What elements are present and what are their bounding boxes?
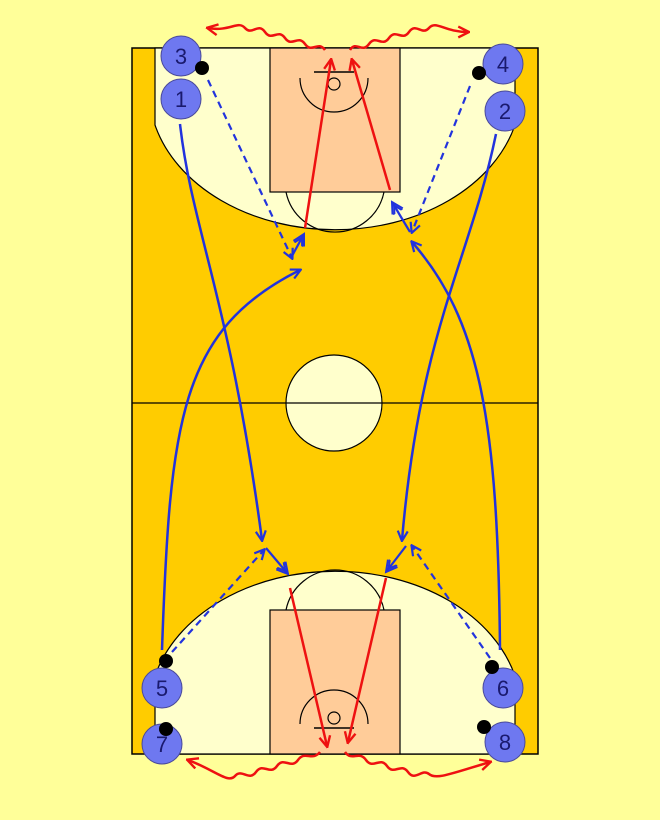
- dribble-path-bottom-left: [188, 751, 321, 780]
- cut-dashed-5: [171, 550, 264, 653]
- pass-line-top-1: [303, 60, 331, 229]
- player-5: 5: [141, 654, 183, 709]
- player-number: 7: [156, 732, 168, 757]
- short-move-top-left: [291, 234, 304, 257]
- dribble-path-top-right: [348, 24, 468, 51]
- player-number: 1: [175, 87, 187, 112]
- player-marker: [484, 90, 526, 132]
- player-marker: [160, 78, 202, 120]
- dribble-path-top-left: [208, 25, 327, 51]
- player-number: 4: [497, 52, 509, 77]
- pass-line-bottom-1: [288, 587, 327, 746]
- cut-dashed-4: [412, 85, 472, 232]
- player-marker: [141, 667, 183, 709]
- dribble-path-bottom-right: [343, 751, 490, 778]
- run-path-1: [178, 123, 262, 540]
- run-path-2: [402, 133, 498, 540]
- pass-line-top-2: [352, 60, 392, 191]
- bottom-free-throw-circle: [285, 569, 385, 611]
- player-7: 7: [141, 722, 183, 765]
- player-number: 6: [497, 676, 509, 701]
- ball-marker: [159, 722, 173, 736]
- players-layer: 3 1 4 2 5 7 6 8: [141, 35, 526, 765]
- player-number: 8: [499, 730, 511, 755]
- bottom-paint: [269, 609, 401, 755]
- player-6: 6: [482, 660, 524, 709]
- player-1: 1: [160, 78, 202, 120]
- top-restricted-arc: [299, 77, 369, 113]
- player-8: 8: [477, 720, 526, 763]
- ball-marker: [472, 66, 486, 80]
- ball-marker: [485, 660, 499, 674]
- player-marker: [160, 35, 202, 77]
- player-marker: [482, 43, 524, 85]
- run-path-5: [160, 270, 300, 651]
- pass-line-bottom-2: [348, 577, 388, 742]
- player-3: 3: [160, 35, 209, 77]
- bottom-basket: [327, 711, 341, 725]
- cut-dashed-3: [207, 79, 292, 258]
- player-number: 3: [175, 44, 187, 69]
- cut-dashed-6: [412, 546, 491, 659]
- short-move-top-right: [392, 202, 411, 233]
- player-number: 2: [499, 99, 511, 124]
- short-move-bottom-right: [386, 545, 407, 572]
- ball-marker: [159, 654, 173, 668]
- player-4: 4: [472, 43, 524, 85]
- player-marker: [482, 667, 524, 709]
- short-move-bottom-left: [265, 547, 288, 574]
- ball-marker: [195, 61, 209, 75]
- player-number: 5: [156, 676, 168, 701]
- top-free-throw-circle: [285, 191, 385, 233]
- player-2: 2: [484, 90, 526, 132]
- bottom-restricted-arc: [299, 689, 369, 725]
- ball-marker: [477, 720, 491, 734]
- player-marker: [484, 721, 526, 763]
- top-paint: [269, 47, 401, 193]
- run-path-6: [412, 242, 502, 651]
